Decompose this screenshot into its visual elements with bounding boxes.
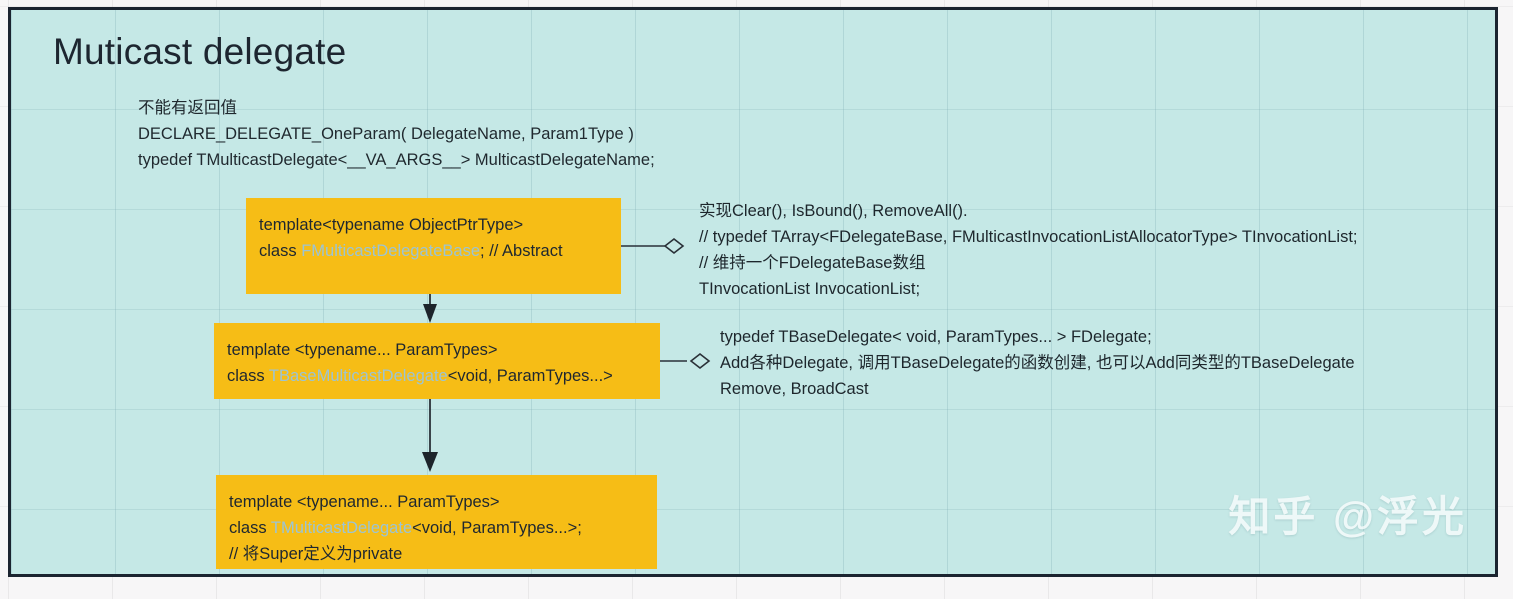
class-box-2-line-2: class TBaseMulticastDelegate<void, Param… [227,363,660,389]
diamond-icon-note2 [689,352,711,370]
page-title: Muticast delegate [53,31,347,72]
note-1-line-1: 实现Clear(), IsBound(), RemoveAll(). [699,202,968,220]
class-box-3-line-1: template <typename... ParamTypes> [229,493,500,511]
note-2-line-2: Add各种Delegate, 调用TBaseDelegate的函数创建, 也可以… [720,354,1355,372]
note-2-line-3: Remove, BroadCast [720,380,869,398]
arrow-head-icon-box1-box2 [423,304,437,323]
annotation-note-tbasemulticastdelegate: typedef TBaseDelegate< void, ParamTypes.… [720,324,1355,402]
zhihu-watermark: 知乎 @浮光 [1228,493,1467,540]
note-2-line-1: typedef TBaseDelegate< void, ParamTypes.… [720,328,1152,346]
class-box-1-line-2: class FMulticastDelegateBase; // Abstrac… [259,238,621,264]
class-name-fmulticastdelegatebase: FMulticastDelegateBase [301,242,481,260]
annotation-note-fmulticastdelegatebase: 实现Clear(), IsBound(), RemoveAll(). // ty… [699,198,1358,302]
note-1-line-3: // 维持一个FDelegateBase数组 [699,254,926,272]
note-1-line-2: // typedef TArray<FDelegateBase, FMultic… [699,228,1358,246]
macro-note-line-3: typedef TMulticastDelegate<__VA_ARGS__> … [138,151,655,169]
diamond-icon-note1 [663,237,685,255]
note-1-line-4: TInvocationList InvocationList; [699,280,921,298]
macro-note-line-1: 不能有返回值 [138,99,237,117]
class-box-1-line-1: template<typename ObjectPtrType> [259,216,524,234]
arrow-head-icon-box2-box3 [422,452,438,472]
class-name-tmulticastdelegate: TMulticastDelegate [270,519,413,537]
class-box-tmulticastdelegate[interactable]: template <typename... ParamTypes> class … [216,475,657,569]
class-keyword: class [229,519,271,537]
macro-note-line-2: DECLARE_DELEGATE_OneParam( DelegateName,… [138,125,634,143]
class-keyword: class [227,367,269,385]
class-box-3-line-2: class TMulticastDelegate<void, ParamType… [229,515,657,541]
class-keyword: class [259,242,302,260]
class-box-fmulticastdelegatebase[interactable]: template<typename ObjectPtrType> class F… [246,198,621,294]
class-box-tbasemulticastdelegate[interactable]: template <typename... ParamTypes> class … [214,323,660,399]
class-box-3-line-3: // 将Super定义为private [229,545,403,563]
slide-panel: Muticast delegate 不能有返回值 DECLARE_DELEGAT… [8,7,1498,577]
class-name-tbasemulticastdelegate: TBaseMulticastDelegate [268,367,448,385]
class-box-1-line-2-suffix: ; // Abstract [480,242,563,260]
macro-declaration-note: 不能有返回值 DECLARE_DELEGATE_OneParam( Delega… [138,95,655,173]
class-box-2-line-2-suffix: <void, ParamTypes...> [447,367,613,385]
class-box-3-line-2-suffix: <void, ParamTypes...>; [412,519,582,537]
class-box-2-line-1: template <typename... ParamTypes> [227,341,498,359]
